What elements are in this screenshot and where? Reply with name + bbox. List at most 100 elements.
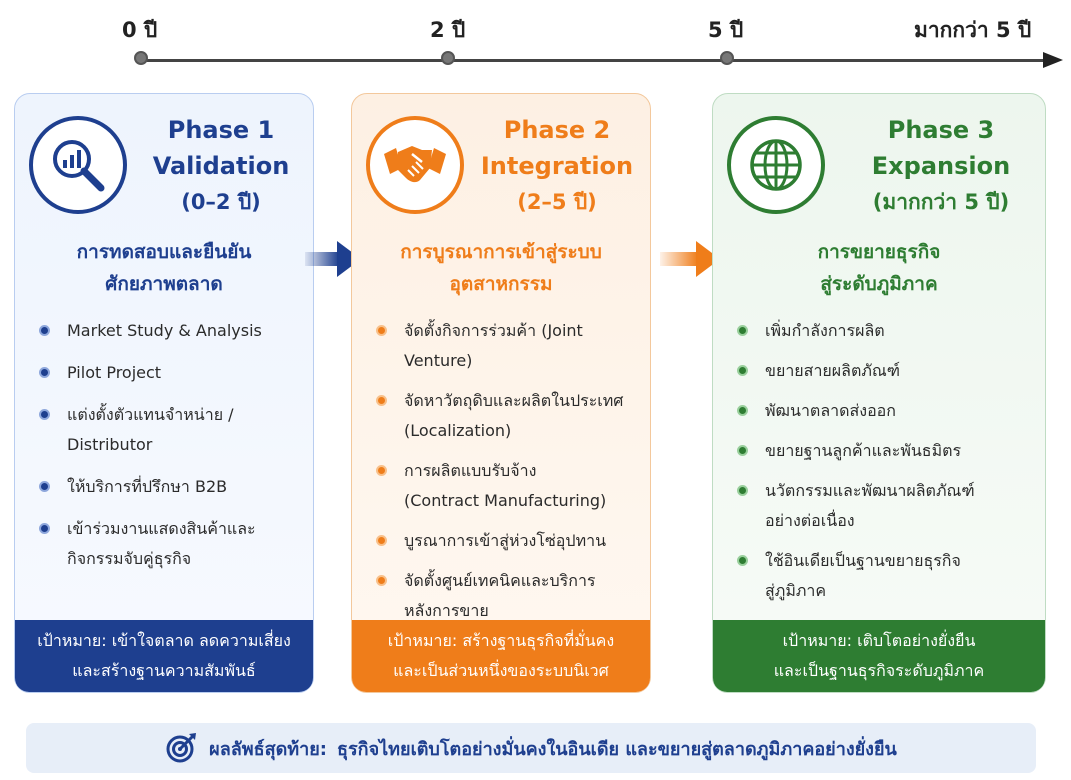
item-text: เข้าร่วมงานแสดงสินค้าและ: [67, 519, 256, 538]
phase-2-name: Integration: [480, 152, 634, 180]
timeline: 0 ปี 2 ปี 5 ปี มากกว่า 5 ปี: [0, 0, 1071, 80]
item-text: บูรณาการเข้าสู่ห่วงโซ่อุปทาน: [404, 531, 607, 550]
list-item: Pilot Project: [37, 358, 299, 388]
list-item: Market Study & Analysis: [37, 316, 299, 346]
item-text: พัฒนาตลาดส่งออก: [765, 401, 896, 420]
target-icon: [166, 733, 197, 763]
item-text: ให้บริการที่ปรึกษา B2B: [67, 477, 228, 496]
phase-3-heading: Phase 3 Expansion (มากกว่า 5 ปี): [841, 112, 1041, 220]
magnifier-chart-icon: [29, 116, 127, 214]
bullet-icon: [376, 325, 387, 336]
phase-1-goal: เป้าหมาย: เข้าใจตลาด ลดความเสี่ยง และสร้…: [15, 620, 313, 692]
bullet-icon: [376, 575, 387, 586]
bullet-icon: [39, 325, 50, 336]
timeline-label-0: 0 ปี: [122, 18, 158, 42]
phase-1-list: Market Study & Analysis Pilot Project แต…: [37, 316, 299, 586]
final-result-bar: ผลลัพธ์สุดท้าย: ธุรกิจไทยเติบโตอย่างมั่น…: [26, 723, 1036, 773]
result-label: ผลลัพธ์สุดท้าย:: [209, 738, 328, 760]
bullet-icon: [737, 365, 748, 376]
bullet-icon: [737, 485, 748, 496]
timeline-dot-2: [441, 51, 455, 65]
item-text: จัดตั้งศูนย์เทคนิคและบริการ: [404, 571, 596, 590]
phase-3-subtitle-line: สู่ระดับภูมิภาค: [820, 273, 938, 295]
phase-2-subtitle-line: อุตสาหกรรม: [449, 273, 553, 295]
item-text: สู่ภูมิภาค: [765, 581, 827, 600]
bullet-icon: [39, 523, 50, 534]
list-item: นวัตกรรมและพัฒนาผลิตภัณฑ์อย่างต่อเนื่อง: [735, 476, 1031, 536]
bullet-icon: [376, 535, 387, 546]
goal-line: เป้าหมาย: สร้างฐานธุรกิจที่มั่นคง: [387, 631, 615, 650]
phase-2-card: Phase 2 Integration (2–5 ปี) การบูรณาการ…: [351, 93, 651, 693]
goal-line: และเป็นฐานธุรกิจระดับภูมิภาค: [773, 661, 985, 680]
timeline-label-more: มากกว่า 5 ปี: [914, 18, 1032, 42]
phase-2-subtitle-line: การบูรณาการเข้าสู่ระบบ: [400, 241, 602, 263]
item-text: Pilot Project: [67, 363, 162, 382]
timeline-dot-5: [720, 51, 734, 65]
item-text: ใช้อินเดียเป็นฐานขยายธุรกิจ: [765, 551, 961, 570]
phase-2-subtitle: การบูรณาการเข้าสู่ระบบ อุตสาหกรรม: [362, 236, 640, 300]
item-text: นวัตกรรมและพัฒนาผลิตภัณฑ์: [765, 481, 975, 500]
list-item: จัดหาวัตถุดิบและผลิตในประเทศ (Localizatio…: [374, 386, 636, 446]
phase-1-subtitle-line: การทดสอบและยืนยัน: [76, 241, 252, 263]
goal-line: เป้าหมาย: เข้าใจตลาด ลดความเสี่ยง: [37, 631, 291, 650]
bullet-icon: [737, 405, 748, 416]
phase-1-card: Phase 1 Validation (0–2 ปี) การทดสอบและย…: [14, 93, 314, 693]
item-text: ขยายสายผลิตภัณฑ์: [765, 361, 901, 380]
timeline-label-5: 5 ปี: [708, 18, 744, 42]
phase-2-goal: เป้าหมาย: สร้างฐานธุรกิจที่มั่นคง และเป็…: [352, 620, 650, 692]
list-item: ใช้อินเดียเป็นฐานขยายธุรกิจสู่ภูมิภาค: [735, 546, 1031, 606]
timeline-line: [141, 59, 1045, 62]
timeline-label-2: 2 ปี: [430, 18, 466, 42]
item-text: กิจกรรมจับคู่ธุรกิจ: [67, 549, 192, 568]
list-item: จัดตั้งศูนย์เทคนิคและบริการหลังการขาย: [374, 566, 636, 626]
timeline-dot-0: [134, 51, 148, 65]
item-text: Market Study & Analysis: [67, 321, 262, 340]
phase-2-heading: Phase 2 Integration (2–5 ปี): [470, 112, 644, 220]
phase-1-number: Phase 1: [167, 116, 275, 144]
bullet-icon: [39, 409, 50, 420]
list-item: ให้บริการที่ปรึกษา B2B: [37, 472, 299, 502]
item-text: จัดหาวัตถุดิบและผลิตในประเทศ: [404, 391, 624, 410]
connector-arrow-icon: [660, 241, 720, 277]
list-item: บูรณาการเข้าสู่ห่วงโซ่อุปทาน: [374, 526, 636, 556]
list-item: จัดตั้งกิจการร่วมค้า (Joint Venture): [374, 316, 636, 376]
result-text: ธุรกิจไทยเติบโตอย่างมั่นคงในอินเดีย และข…: [337, 738, 897, 760]
item-text: การผลิตแบบรับจ้าง: [404, 461, 537, 480]
item-text: เพิ่มกำลังการผลิต: [765, 321, 885, 340]
item-text: จัดตั้งกิจการร่วมค้า (Joint Venture): [404, 321, 583, 370]
goal-line: เป้าหมาย: เติบโตอย่างยั่งยืน: [782, 631, 976, 650]
list-item: เข้าร่วมงานแสดงสินค้าและกิจกรรมจับคู่ธุร…: [37, 514, 299, 574]
phase-3-card: Phase 3 Expansion (มากกว่า 5 ปี) การขยาย…: [712, 93, 1046, 693]
phase-3-subtitle: การขยายธุรกิจ สู่ระดับภูมิภาค: [723, 236, 1035, 300]
item-text: (Localization): [404, 421, 512, 440]
phase-2-list: จัดตั้งกิจการร่วมค้า (Joint Venture) จัด…: [374, 316, 636, 636]
list-item: ขยายฐานลูกค้าและพันธมิตร: [735, 436, 1031, 466]
phase-3-subtitle-line: การขยายธุรกิจ: [817, 241, 941, 263]
list-item: แต่งตั้งตัวแทนจำหน่าย / Distributor: [37, 400, 299, 460]
phase-2-number: Phase 2: [503, 116, 611, 144]
phase-1-heading: Phase 1 Validation (0–2 ปี): [141, 112, 301, 220]
phase-3-number: Phase 3: [887, 116, 995, 144]
handshake-icon: [366, 116, 464, 214]
bullet-icon: [376, 465, 387, 476]
item-text: หลังการขาย: [404, 601, 489, 620]
phase-1-subtitle-line: ศักยภาพตลาด: [105, 273, 223, 295]
goal-line: และสร้างฐานความสัมพันธ์: [72, 661, 256, 680]
bullet-icon: [39, 367, 50, 378]
item-text: (Contract Manufacturing): [404, 491, 607, 510]
bullet-icon: [737, 325, 748, 336]
item-text: แต่งตั้งตัวแทนจำหน่าย /: [67, 405, 234, 424]
bullet-icon: [376, 395, 387, 406]
list-item: เพิ่มกำลังการผลิต: [735, 316, 1031, 346]
list-item: การผลิตแบบรับจ้าง (Contract Manufacturing…: [374, 456, 636, 516]
timeline-arrow-icon: [1043, 52, 1063, 68]
bullet-icon: [39, 481, 50, 492]
globe-icon: [727, 116, 825, 214]
list-item: ขยายสายผลิตภัณฑ์: [735, 356, 1031, 386]
goal-line: และเป็นส่วนหนึ่งของระบบนิเวศ: [393, 661, 609, 680]
list-item: พัฒนาตลาดส่งออก: [735, 396, 1031, 426]
phase-2-range: (2–5 ปี): [517, 190, 597, 214]
item-text: อย่างต่อเนื่อง: [765, 511, 855, 530]
item-text: Distributor: [67, 435, 153, 454]
phase-1-subtitle: การทดสอบและยืนยัน ศักยภาพตลาด: [25, 236, 303, 300]
